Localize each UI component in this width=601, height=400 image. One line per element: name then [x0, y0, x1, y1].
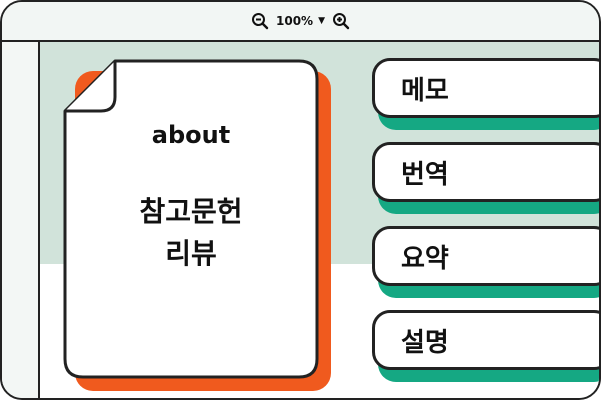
tab-memo[interactable]: 메모 [372, 58, 599, 130]
tab-face[interactable]: 요약 [372, 226, 599, 286]
document-title-line-1: 참고문헌 [139, 195, 243, 228]
document-kicker: about [151, 121, 231, 149]
tab-translate[interactable]: 번역 [372, 142, 599, 214]
document-page-icon [63, 59, 319, 379]
caret-down-icon[interactable]: ▼ [318, 16, 325, 26]
tab-label: 번역 [401, 159, 449, 190]
tab-label: 요약 [401, 243, 449, 274]
tab-label: 설명 [401, 327, 449, 358]
tab-explain[interactable]: 설명 [372, 310, 599, 382]
tab-face[interactable]: 번역 [372, 142, 599, 202]
zoom-in-icon[interactable] [332, 12, 350, 30]
canvas: about 참고문헌 리뷰 메모 번역 요약 [40, 42, 599, 398]
tab-face[interactable]: 메모 [372, 58, 599, 118]
zoom-toolbar: 100% ▼ [2, 2, 599, 42]
document-title-line-2: 리뷰 [165, 237, 217, 270]
document-title: 참고문헌 리뷰 [63, 191, 319, 275]
tab-face[interactable]: 설명 [372, 310, 599, 370]
zoom-level[interactable]: 100% [276, 14, 314, 28]
left-gutter [2, 42, 40, 398]
tab-summary[interactable]: 요약 [372, 226, 599, 298]
document-card[interactable]: about 참고문헌 리뷰 [63, 59, 331, 391]
tab-label: 메모 [401, 75, 449, 106]
zoom-out-icon[interactable] [251, 12, 269, 30]
